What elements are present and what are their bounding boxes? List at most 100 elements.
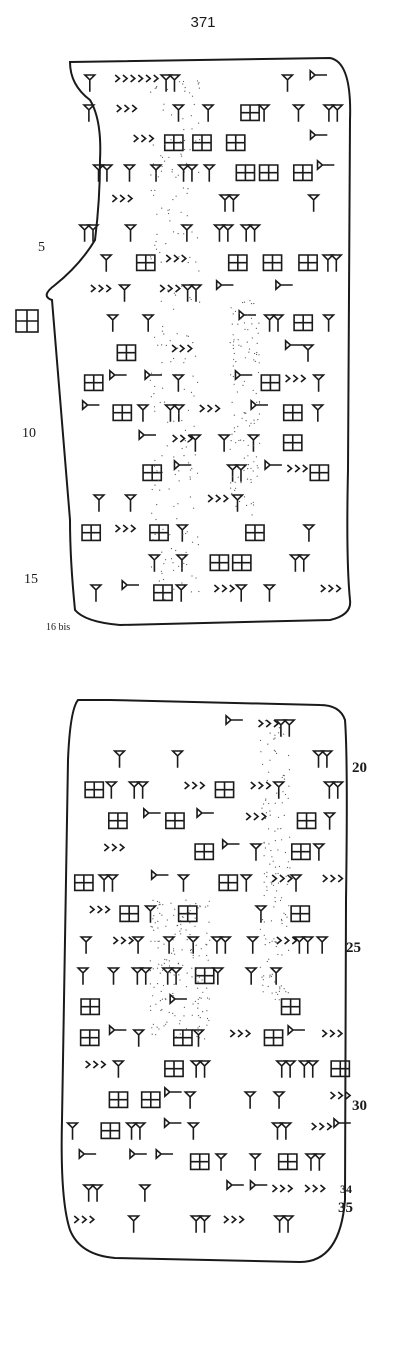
stipple-dot	[173, 456, 175, 458]
stipple-dot	[286, 916, 288, 918]
stipple-dot	[187, 441, 189, 443]
stipple-dot	[160, 570, 162, 572]
stipple-dot	[250, 503, 252, 505]
stipple-dot	[172, 1012, 174, 1015]
cuneiform-sign	[84, 781, 105, 799]
stipple-dot	[185, 532, 187, 535]
stipple-dot	[158, 901, 161, 903]
stipple-dot	[152, 539, 154, 541]
stipple-dot	[263, 934, 265, 936]
cuneiform-wedge	[104, 905, 111, 914]
cuneiform-wedge	[82, 104, 96, 122]
cuneiform-wedge	[284, 936, 291, 945]
stipple-dot	[229, 342, 231, 344]
stipple-dot	[173, 914, 175, 916]
cuneiform-wedge	[111, 194, 118, 203]
stipple-dot	[189, 439, 191, 441]
stipple-dot	[288, 769, 290, 771]
stipple-dot	[265, 812, 267, 814]
stipple-dot	[277, 872, 279, 875]
cuneiform-wedge	[249, 843, 263, 861]
stipple-dot	[286, 866, 289, 869]
stipple-dot	[174, 473, 176, 476]
stipple-dot	[157, 940, 159, 942]
stipple-dot	[177, 174, 179, 176]
cuneiform-wedge	[229, 584, 236, 593]
line-number-10: 10	[22, 426, 36, 441]
cuneiform-wedge	[133, 134, 140, 143]
stipple-dot	[158, 940, 160, 942]
stipple-dot	[167, 971, 169, 973]
stipple-dot	[287, 797, 289, 800]
stipple-dot	[201, 979, 203, 981]
cuneiform-wedge	[109, 369, 127, 381]
stipple-dot	[232, 347, 234, 350]
cuneiform-wedge	[112, 750, 127, 768]
stipple-dot	[247, 455, 249, 457]
stipple-dot	[238, 312, 240, 314]
cuneiform-wedge	[167, 284, 174, 293]
line-number-20: 20	[352, 760, 367, 776]
cuneiform-wedge	[274, 719, 288, 737]
stipple-dot	[188, 224, 190, 226]
cuneiform-wedge	[171, 404, 186, 422]
stipple-dot	[182, 964, 184, 966]
stipple-dot	[258, 413, 260, 415]
stipple-dot	[173, 974, 175, 976]
stipple-dot	[243, 440, 245, 442]
cuneiform-wedge	[129, 1148, 147, 1160]
stipple-dot	[180, 211, 182, 213]
stipple-dot	[196, 237, 199, 239]
stipple-dot	[283, 733, 285, 735]
tablet-reverse-signs	[65, 714, 352, 1233]
cuneiform-wedge	[89, 584, 103, 602]
cuneiform-sign	[227, 254, 248, 272]
stipple-dot	[242, 384, 244, 386]
stipple-dot	[153, 915, 155, 917]
stipple-dot	[269, 976, 271, 978]
stipple-dot	[283, 778, 286, 780]
stipple-dot	[150, 1009, 152, 1012]
stipple-dot	[256, 401, 258, 403]
stipple-dot	[194, 1000, 196, 1003]
cuneiform-wedge	[316, 159, 335, 171]
stipple-dot	[243, 457, 245, 459]
margin-sign	[15, 309, 39, 333]
stipple-dot	[181, 567, 183, 569]
stipple-dot	[287, 992, 289, 994]
stipple-dot	[151, 905, 154, 907]
cuneiform-wedge	[131, 936, 145, 954]
stipple-dot	[277, 882, 279, 884]
cuneiform-wedge	[191, 1029, 206, 1047]
cuneiform-wedge	[145, 74, 152, 83]
stipple-dot	[269, 974, 271, 976]
stipple-dot	[181, 949, 183, 951]
cuneiform-wedge	[221, 838, 240, 850]
stipple-dot	[152, 144, 154, 146]
cuneiform-wedge	[250, 399, 268, 411]
stipple-dot	[166, 1021, 168, 1023]
stipple-dot	[243, 301, 246, 303]
stipple-dot	[255, 392, 257, 395]
stipple-dot	[246, 341, 248, 343]
stipple-dot	[182, 557, 184, 559]
stipple-dot	[279, 899, 282, 902]
stipple-dot	[174, 933, 176, 935]
cuneiform-sign	[108, 812, 128, 830]
stipple-dot	[199, 997, 201, 999]
cuneiform-wedge	[239, 224, 254, 242]
stipple-dot	[186, 335, 188, 337]
stipple-dot	[189, 149, 191, 151]
stipple-dot	[169, 220, 171, 222]
stipple-dot	[242, 301, 244, 304]
cuneiform-sign	[189, 1153, 210, 1171]
stipple-dot	[280, 828, 282, 830]
stipple-dot	[276, 890, 278, 892]
stipple-dot	[278, 732, 280, 734]
cuneiform-wedge	[292, 936, 307, 954]
cuneiform-wedge	[272, 1215, 287, 1233]
stipple-dot	[197, 907, 199, 909]
stipple-dot	[176, 925, 178, 927]
cuneiform-sign	[235, 164, 256, 182]
stipple-dot	[276, 720, 278, 722]
